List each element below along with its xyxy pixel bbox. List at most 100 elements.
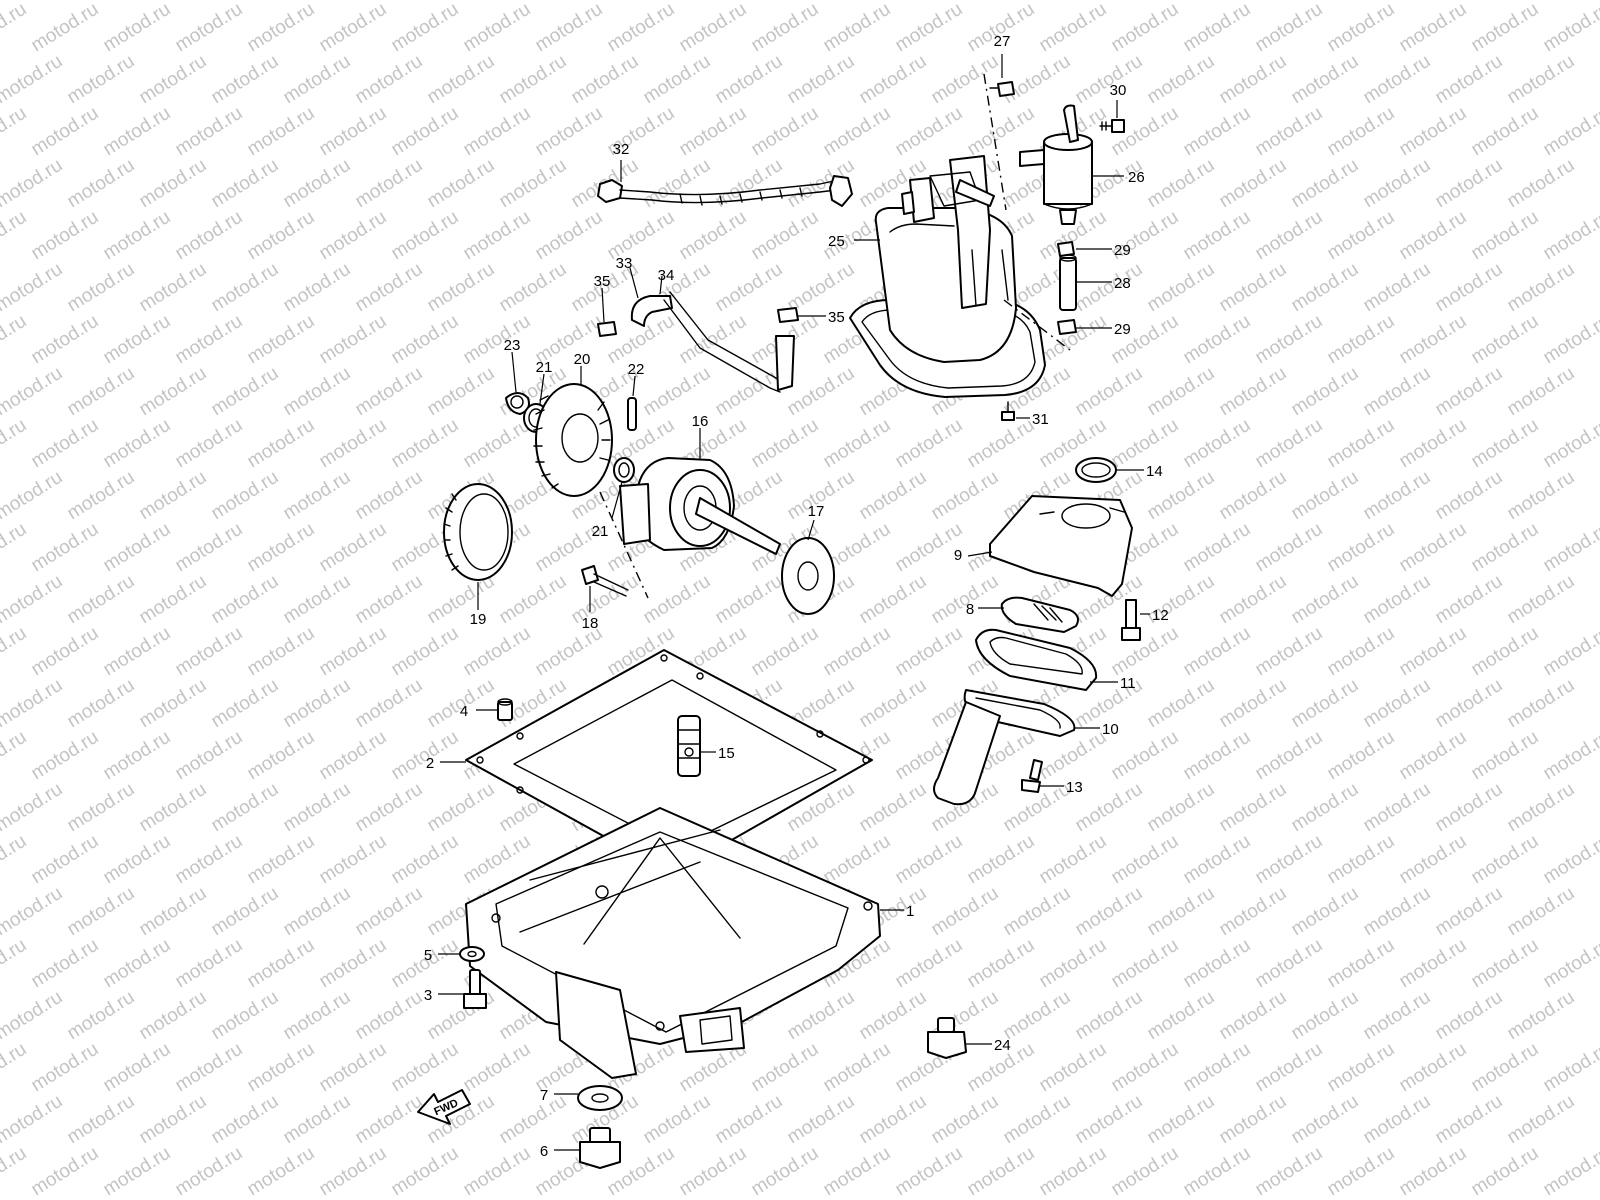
watermark-text: motod.ru [100, 207, 175, 265]
watermark-text: motod.ru [1504, 51, 1579, 109]
watermark-text: motod.ru [1324, 415, 1399, 473]
watermark-text: motod.ru [1468, 623, 1543, 681]
watermark-text: motod.ru [64, 675, 139, 733]
watermark-text: motod.ru [280, 51, 355, 109]
watermark-text: motod.ru [1144, 363, 1219, 421]
callout-21-lower: 21 [592, 523, 609, 540]
callout-1: 1 [906, 903, 914, 920]
watermark-text: motod.ru [1324, 519, 1399, 577]
watermark-text: motod.ru [1360, 51, 1435, 109]
watermark-text: motod.ru [1432, 571, 1507, 629]
watermark-text: motod.ru [784, 363, 859, 421]
watermark-text: motod.ru [0, 1143, 30, 1200]
watermark-text: motod.ru [0, 363, 66, 421]
part-5-washer [459, 946, 485, 962]
watermark-text: motod.ru [208, 363, 283, 421]
watermark-text: motod.ru [1504, 467, 1579, 525]
watermark-text: motod.ru [892, 415, 967, 473]
watermark-text: motod.ru [1252, 727, 1327, 785]
watermark-text: motod.ru [172, 935, 247, 993]
part-6-drain-plug [579, 1127, 621, 1169]
watermark-text: motod.ru [136, 779, 211, 837]
watermark-text: motod.ru [352, 363, 427, 421]
watermark-text: motod.ru [1540, 207, 1600, 265]
watermark-text: motod.ru [0, 519, 30, 577]
watermark-text: motod.ru [496, 51, 571, 109]
watermark-text: motod.ru [1036, 1039, 1111, 1097]
watermark-text: motod.ru [0, 467, 66, 525]
watermark-text: motod.ru [1144, 1091, 1219, 1149]
watermark-text: motod.ru [1000, 0, 1075, 4]
watermark-text: motod.ru [820, 831, 895, 889]
watermark-text: motod.ru [64, 0, 139, 4]
watermark-text: motod.ru [1432, 0, 1507, 4]
watermark-text: motod.ru [1504, 155, 1579, 213]
callout-2: 2 [426, 755, 434, 772]
watermark-text: motod.ru [0, 311, 30, 369]
watermark-text: motod.ru [1144, 155, 1219, 213]
callout-labels: 27 30 26 29 28 29 31 25 32 33 34 35 35 2… [424, 33, 1169, 1160]
callout-18: 18 [582, 615, 599, 632]
watermark-text: motod.ru [1216, 987, 1291, 1045]
watermark-text: motod.ru [136, 1091, 211, 1149]
watermark-text: motod.ru [244, 0, 319, 56]
watermark-text: motod.ru [64, 571, 139, 629]
watermark-text: motod.ru [460, 103, 535, 161]
watermark-text: motod.ru [1216, 1091, 1291, 1149]
callout-12: 12 [1152, 607, 1169, 624]
watermark-text: motod.ru [280, 259, 355, 317]
watermark-text: motod.ru [1036, 0, 1111, 56]
watermark-text: motod.ru [820, 623, 895, 681]
watermark-text: motod.ru [1108, 415, 1183, 473]
watermark-text: motod.ru [208, 259, 283, 317]
watermark-text: motod.ru [28, 831, 103, 889]
part-35-clamp-left [597, 321, 617, 337]
watermark-text: motod.ru [1504, 0, 1579, 4]
callout-25: 25 [828, 233, 845, 250]
watermark-text: motod.ru [136, 259, 211, 317]
watermark-text: motod.ru [208, 1091, 283, 1149]
watermark-text: motod.ru [1360, 1091, 1435, 1149]
callout-23: 23 [504, 337, 521, 354]
watermark-text: motod.ru [1180, 519, 1255, 577]
watermark-text: motod.ru [1468, 311, 1543, 369]
part-26-filter [1019, 104, 1093, 225]
watermark-text: motod.ru [1432, 155, 1507, 213]
watermark-text: motod.ru [280, 675, 355, 733]
watermark-text: motod.ru [1396, 0, 1471, 56]
watermark-text: motod.ru [1468, 519, 1543, 577]
watermark-text: motod.ru [100, 1143, 175, 1200]
watermark-text: motod.ru [892, 831, 967, 889]
watermark-text: motod.ru [1108, 623, 1183, 681]
watermark-text: motod.ru [136, 155, 211, 213]
watermark-text: motod.ru [1504, 675, 1579, 733]
watermark-text: motod.ru [1036, 935, 1111, 993]
watermark-text: motod.ru [1108, 0, 1183, 56]
watermark-text: motod.ru [1288, 675, 1363, 733]
part-3-bolt [463, 969, 487, 1009]
callout-29-upper: 29 [1114, 242, 1131, 259]
watermark-text: motod.ru [352, 571, 427, 629]
watermark-text: motod.ru [172, 311, 247, 369]
watermark-text: motod.ru [0, 51, 66, 109]
watermark-text: motod.ru [1252, 0, 1327, 56]
watermark-text: motod.ru [1288, 259, 1363, 317]
watermark-text: motod.ru [460, 1039, 535, 1097]
watermark-text: motod.ru [28, 727, 103, 785]
watermark-text: motod.ru [0, 623, 30, 681]
watermark-text: motod.ru [1540, 831, 1600, 889]
watermark-text: motod.ru [0, 727, 30, 785]
watermark-text: motod.ru [856, 467, 931, 525]
part-14-o-ring [1075, 457, 1117, 483]
callout-32: 32 [613, 141, 630, 158]
watermark-text: motod.ru [1180, 415, 1255, 473]
watermark-text: motod.ru [1468, 1039, 1543, 1097]
callout-30: 30 [1110, 82, 1127, 99]
watermark-text: motod.ru [1252, 831, 1327, 889]
watermark-text: motod.ru [676, 0, 751, 56]
watermark-text: motod.ru [1252, 1039, 1327, 1097]
watermark-text: motod.ru [28, 519, 103, 577]
watermark-text: motod.ru [1432, 883, 1507, 941]
watermark-text: motod.ru [892, 1143, 967, 1200]
watermark-text: motod.ru [100, 935, 175, 993]
